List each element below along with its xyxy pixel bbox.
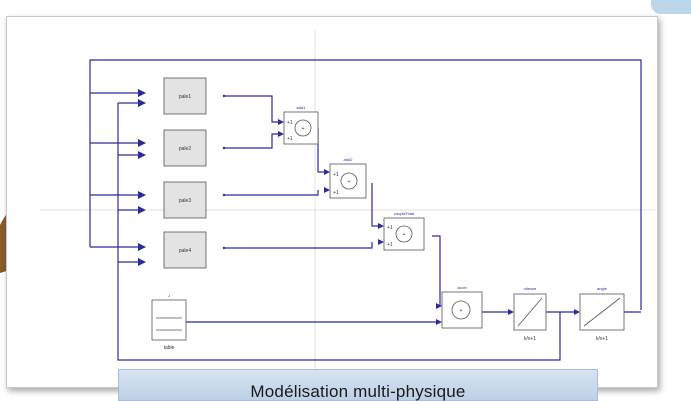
pale4-block: [163, 231, 207, 269]
arrowheads: [138, 89, 580, 325]
pale2-block: [163, 129, 207, 167]
svg-text:+1: +1: [287, 120, 293, 126]
add2-label: add2: [344, 157, 354, 162]
angle-label: angle: [597, 286, 608, 291]
accel-label: accel: [457, 285, 466, 290]
svg-text:+1: +1: [333, 190, 339, 196]
sum-blocks: [283, 111, 483, 329]
table-block: [151, 299, 187, 341]
svg-text:+1: +1: [387, 242, 393, 248]
integrator-blocks: [513, 293, 625, 331]
coupleTotal-label: coupleTotal: [394, 211, 414, 216]
table-label: J: [168, 293, 170, 298]
svg-text:+1: +1: [387, 225, 393, 231]
angle-block: [579, 293, 625, 331]
vitesse-label: vitesse: [524, 286, 537, 291]
pale3-label: pale3: [179, 198, 191, 204]
add1-label: add1: [297, 105, 307, 110]
sum-symbols: + + + + +1 +1 +1 +1 +1 +1: [287, 120, 463, 314]
svg-text:+: +: [302, 126, 305, 132]
svg-text:+1: +1: [333, 172, 339, 178]
svg-text:+: +: [348, 179, 351, 185]
svg-text:+: +: [460, 308, 463, 314]
caption-text: Modélisation multi-physique: [250, 382, 466, 401]
caption-bar: Modélisation multi-physique: [118, 369, 598, 401]
pale4-label: pale4: [179, 248, 191, 254]
diagram-frame: [6, 16, 658, 388]
wires: [89, 59, 642, 361]
svg-text:+1: +1: [287, 136, 293, 142]
table-sub: table: [164, 345, 175, 351]
svg-text:+: +: [403, 232, 406, 238]
source-blocks: pale1 pale2 pale3 pale4: [163, 77, 226, 269]
pale3-block: [163, 181, 207, 219]
angle-sub: k/s+1: [596, 336, 608, 342]
corner-ribbon: [651, 0, 691, 14]
pale1-label: pale1: [179, 94, 191, 100]
vitesse-sub: k/s+1: [524, 336, 536, 342]
pale2-label: pale2: [179, 146, 191, 152]
pale1-block: [163, 77, 207, 115]
